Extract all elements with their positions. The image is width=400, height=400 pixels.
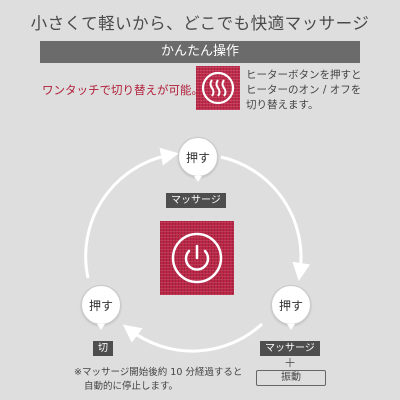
push-button-vibration: 押す	[271, 285, 311, 325]
heat-waves-icon	[201, 71, 235, 105]
note-line: ※マッサージ開始後約 10 分経過すると	[74, 367, 243, 378]
button-pointer	[194, 176, 202, 182]
section-banner: かんたん操作	[40, 41, 360, 63]
auto-stop-note: ※マッサージ開始後約 10 分経過すると 自動的に停止します。	[74, 366, 242, 394]
heater-description-line: 切り替えます。	[246, 99, 319, 111]
heater-description-line: ヒーターのオン / オフを	[246, 84, 362, 96]
page-title: 小さくて軽いから、どこでも快適マッサージ	[30, 14, 370, 33]
mode-label-off: 切	[93, 341, 113, 356]
note-line: 自動的に停止します。	[84, 381, 179, 392]
heater-description-line: ヒーターボタンを押すと	[246, 69, 362, 81]
button-pointer	[97, 324, 105, 330]
button-pointer	[287, 324, 295, 330]
plus-sign: ＋	[284, 356, 297, 370]
mode-label-vibration: 振動	[256, 370, 326, 386]
push-button-off: 押す	[81, 285, 121, 325]
push-button-massage: 押す	[178, 137, 218, 177]
mode-label-massage: マッサージ	[166, 193, 226, 208]
heater-button-image	[196, 66, 240, 110]
heater-description: ヒーターボタンを押すと ヒーターのオン / オフを 切り替えます。	[246, 68, 362, 113]
power-button-image	[160, 221, 234, 295]
power-icon	[171, 232, 223, 284]
heater-tagline: ワンタッチで切り替えが可能。	[42, 83, 203, 97]
mode-label-massage-vibration: マッサージ	[260, 341, 320, 356]
